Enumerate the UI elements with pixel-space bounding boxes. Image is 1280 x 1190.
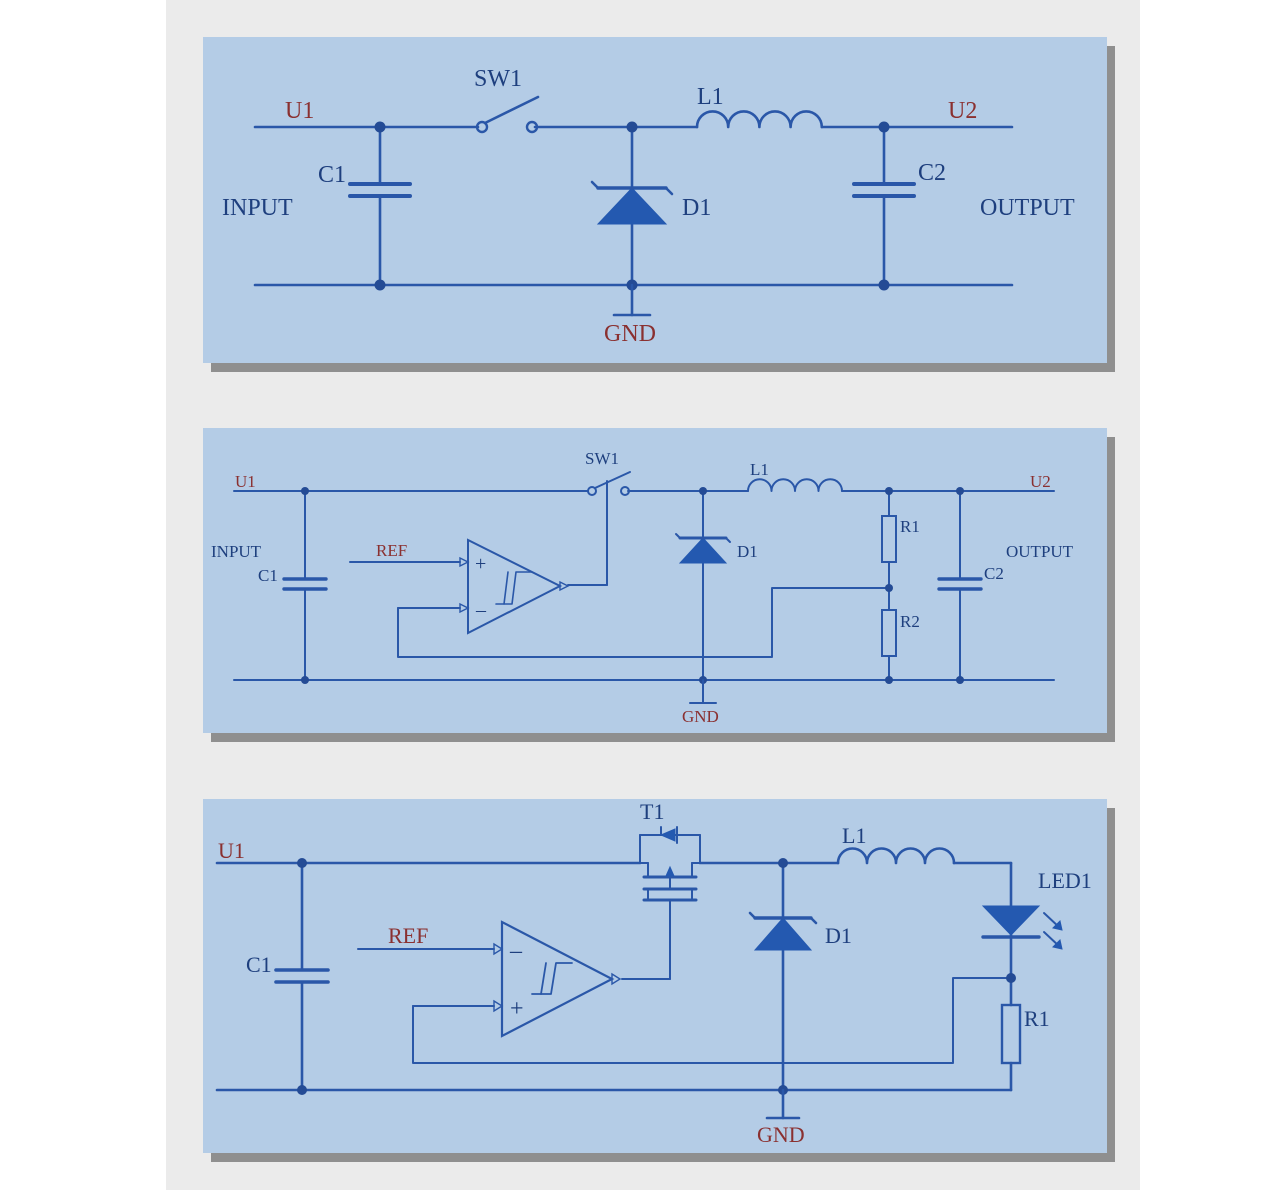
label-c1: C1: [246, 952, 272, 977]
label-l1: L1: [842, 823, 866, 848]
diode-d1: [748, 861, 818, 1092]
diagram-3-panel: [203, 799, 1107, 1153]
capacitor-c1: [348, 125, 412, 287]
comparator: [357, 920, 622, 1038]
comparator-minus-sign: –: [475, 599, 487, 621]
capacitor-c1: [282, 490, 328, 681]
label-c1: C1: [258, 566, 278, 585]
label-d1: D1: [682, 195, 711, 221]
label-r1: R1: [900, 517, 920, 536]
feedback-wire: [397, 587, 889, 658]
switch-sw1: [567, 471, 631, 586]
diode-d1: [675, 490, 731, 681]
label-l1: L1: [750, 460, 769, 479]
label-u1: U1: [285, 98, 314, 124]
diagram-3-led-driver: – +: [203, 799, 1115, 1162]
label-gnd: GND: [757, 1122, 805, 1147]
resistor-r1: [1000, 1003, 1022, 1092]
label-input: INPUT: [211, 542, 262, 561]
comparator-plus-sign: +: [510, 996, 524, 1022]
label-output: OUTPUT: [980, 195, 1075, 221]
ground-symbol: [765, 1088, 801, 1120]
mosfet-t1: [621, 826, 701, 980]
label-u1: U1: [218, 838, 245, 863]
label-gnd: GND: [682, 707, 719, 726]
label-l1: L1: [697, 84, 724, 110]
label-c1: C1: [318, 162, 346, 188]
diode-d1: [590, 125, 674, 287]
capacitor-c2: [852, 125, 916, 287]
label-input: INPUT: [222, 195, 293, 221]
label-d1: D1: [737, 542, 758, 561]
inductor-l1: [747, 478, 843, 492]
ground-symbol: [612, 283, 652, 317]
label-d1: D1: [825, 923, 852, 948]
comparator-plus-sign: +: [475, 553, 486, 575]
diagram-2-regulated-buck: + –: [203, 428, 1115, 742]
capacitor-c1: [274, 861, 330, 1092]
diagram-1-buck-converter: U1 SW1 L1 U2 C1 INPUT D1 C2 OUTPUT GND: [203, 37, 1115, 372]
switch-sw1: [475, 95, 540, 134]
inductor-l1: [695, 110, 824, 129]
label-sw1: SW1: [474, 66, 522, 92]
label-gnd: GND: [604, 321, 656, 347]
comparator: [349, 538, 570, 635]
label-c2: C2: [984, 564, 1004, 583]
label-r1: R1: [1024, 1006, 1050, 1031]
label-led1: LED1: [1038, 868, 1092, 893]
comparator-minus-sign: –: [509, 938, 523, 964]
inductor-l1: [836, 847, 956, 865]
label-u2: U2: [1030, 472, 1051, 491]
label-r2: R2: [900, 612, 920, 631]
label-output: OUTPUT: [1006, 542, 1074, 561]
diagram-1-panel: [203, 37, 1107, 363]
ground-symbol: [689, 679, 717, 704]
label-ref: REF: [388, 923, 428, 948]
label-c2: C2: [918, 160, 946, 186]
capacitor-c2: [937, 490, 983, 681]
label-u1: U1: [235, 472, 256, 491]
feedback-wire: [412, 977, 1012, 1064]
label-t1: T1: [640, 799, 664, 824]
label-sw1: SW1: [585, 449, 619, 468]
label-u2: U2: [948, 98, 977, 124]
label-ref: REF: [376, 541, 407, 560]
